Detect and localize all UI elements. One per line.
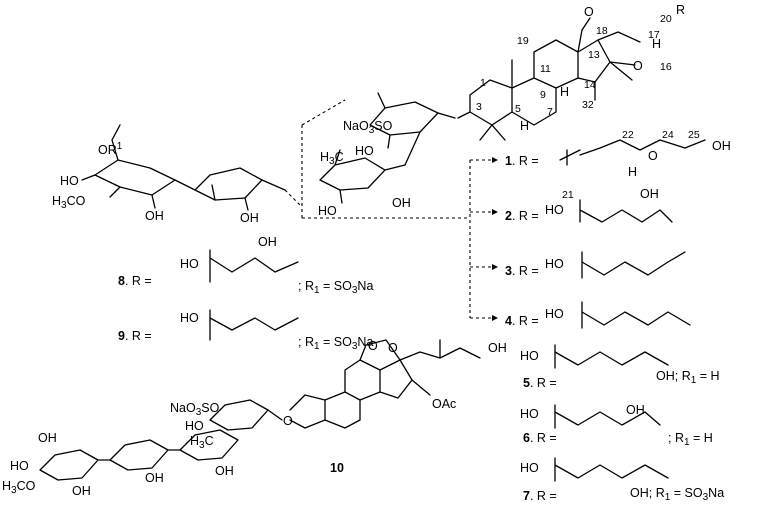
ether-o: O	[633, 59, 643, 73]
h24-label: H	[628, 165, 637, 179]
h17-label: H	[652, 37, 661, 51]
num-9: 9	[540, 89, 546, 101]
compound-5-ho: HO	[520, 349, 539, 363]
compound-10-o-glyc: O	[283, 414, 293, 428]
compound-10-h3co: H3CO	[2, 479, 36, 496]
compound-4-chain	[581, 311, 691, 326]
num-25: 25	[688, 129, 700, 141]
compound-8-chain	[209, 257, 299, 273]
compound-8-r1: ; R1 = SO3Na	[298, 279, 373, 296]
sugar-chain-inner	[319, 92, 456, 204]
compound-5-chain	[554, 351, 669, 366]
num-32: 32	[582, 99, 594, 111]
num-13: 13	[588, 49, 600, 61]
compound-10-o1: O	[368, 339, 378, 353]
num-21: 21	[562, 189, 574, 201]
compound-10-structure	[39, 339, 481, 481]
or1-label: OR1	[98, 141, 123, 157]
r-top-label: R	[676, 3, 685, 17]
compound-8-label: 8. R =	[118, 274, 152, 288]
compound-7-ho: HO	[520, 461, 539, 475]
oh-label-b: OH	[240, 211, 259, 225]
compound-5-r1: OH; R1 = H	[656, 369, 720, 386]
num-16: 16	[660, 61, 672, 73]
r-group-arrows	[469, 157, 498, 321]
compound-9-r1: ; R1 = SO3Na	[298, 335, 373, 352]
num-11: 11	[540, 63, 551, 75]
num-3: 3	[476, 101, 482, 113]
aldehyde-o: O	[584, 5, 594, 19]
compound-9-chain	[209, 317, 299, 331]
compound-3-label: 3. R =	[505, 264, 539, 278]
num-14: 14	[584, 79, 596, 91]
nao3so-label: NaO3SO	[343, 119, 393, 136]
compound-10-label: 10	[330, 461, 344, 475]
compound-2-label: 2. R =	[505, 209, 539, 223]
compound-10-nao3so: NaO3SO	[170, 401, 220, 418]
compound-8-oh: OH	[258, 235, 277, 249]
oh-label-c: OH	[392, 196, 411, 210]
compound-7-label: 7. R =	[523, 489, 557, 503]
compound-10-oh-a: OH	[38, 431, 57, 445]
h3co-label-a: H3CO	[52, 194, 86, 211]
compound-8-ho: HO	[180, 257, 199, 271]
compound-3-ho: HO	[545, 257, 564, 271]
compound-10-oac: OAc	[432, 397, 456, 411]
compound-2-chain	[579, 209, 673, 223]
compound-10-oh-b: OH	[72, 484, 91, 498]
compound-10-oh-d: OH	[215, 464, 234, 478]
num-17: 17	[648, 29, 660, 41]
sugar-chain-main	[81, 99, 470, 219]
num-5: 5	[515, 103, 521, 115]
oh-label-a: OH	[145, 209, 164, 223]
compound-6-label: 6. R =	[523, 431, 557, 445]
num-22: 22	[622, 129, 634, 141]
compound-6-ho: HO	[520, 407, 539, 421]
num-24: 24	[662, 129, 674, 141]
compound-10-ho-a: HO	[10, 459, 29, 473]
oh25-label: OH	[712, 139, 731, 153]
num-18: 18	[596, 25, 608, 37]
compound-6-chain	[554, 411, 661, 426]
h3c-label: H3C	[320, 150, 344, 167]
compound-10-oh-c: OH	[145, 471, 164, 485]
ho-label-a: HO	[60, 174, 79, 188]
atom-numbering: 19 1 11 9 3 5 7 14 32 13 18 20 17 16 22 …	[476, 13, 700, 201]
compound-10-ho-b: HO	[185, 419, 204, 433]
compound-7-r1: OH; R1 = SO3Na	[630, 486, 724, 503]
h5-label: H	[520, 119, 529, 133]
ho-label-b: HO	[355, 144, 374, 158]
compound-4-label: 4. R =	[505, 314, 539, 328]
compound-10-o2: O	[388, 341, 398, 355]
ho-label-c: HO	[318, 204, 337, 218]
compound-9-ho: HO	[180, 311, 199, 325]
h9-label: H	[560, 85, 569, 99]
compound-5-label: 5. R =	[523, 376, 557, 390]
compound-3-chain	[581, 251, 686, 276]
compound-10-oh: OH	[488, 341, 507, 355]
num-7: 7	[547, 106, 553, 118]
num-1: 1	[480, 77, 486, 89]
o24-label: O	[648, 149, 658, 163]
num-19: 19	[517, 35, 529, 47]
num-20: 20	[660, 13, 672, 25]
compound-9-label: 9. R =	[118, 329, 152, 343]
compound-2-ho: HO	[545, 203, 564, 217]
compound-2-oh: OH	[640, 187, 659, 201]
aglycone-core	[457, 17, 706, 156]
compound-1-sidechain	[559, 149, 581, 166]
compound-10-h3c: H3C	[190, 434, 214, 451]
compound-7-chain	[554, 464, 669, 479]
compound-4-ho: HO	[545, 307, 564, 321]
compound-1-label: 1. R =	[505, 154, 539, 168]
compound-6-oh: OH	[626, 403, 645, 417]
compound-6-r1: ; R1 = H	[668, 431, 713, 448]
